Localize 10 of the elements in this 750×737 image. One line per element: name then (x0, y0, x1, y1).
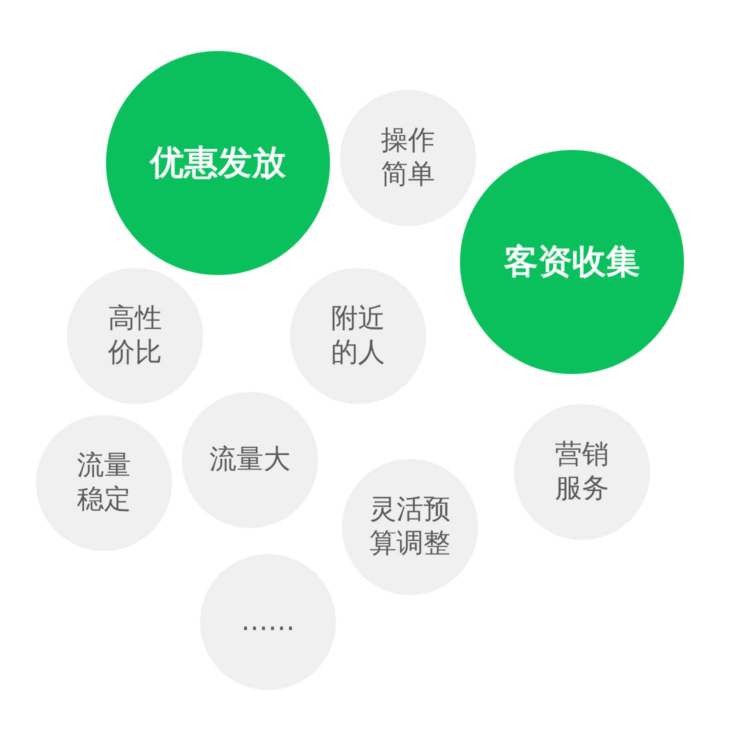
bubble-label: 灵活预算调整 (368, 493, 452, 561)
bubble-label: 营销服务 (554, 438, 610, 506)
bubble-label: 客资收集 (503, 240, 641, 284)
bubble-label: 附近的人 (330, 302, 386, 370)
bubble-label: 优惠发放 (148, 142, 287, 184)
bubble-label: 操作简单 (380, 124, 436, 192)
bubble-label: 流量稳定 (76, 449, 132, 517)
bubble-label: 流量大 (208, 443, 292, 477)
bubble-label: 高性价比 (106, 302, 163, 370)
bubble-label: …… (240, 605, 296, 639)
